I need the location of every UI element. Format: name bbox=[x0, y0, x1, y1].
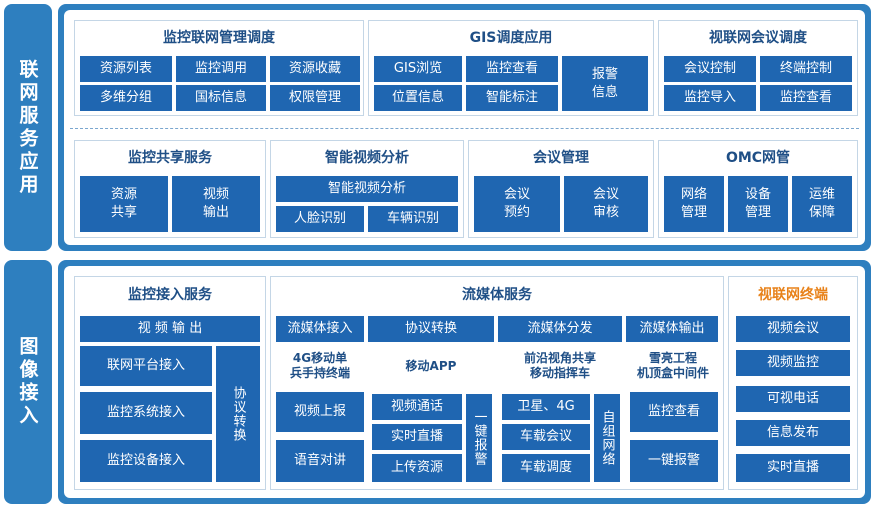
cell-smart-video-analysis[interactable]: 智能视频分析 bbox=[276, 176, 458, 202]
panel-title: OMC网管 bbox=[725, 150, 791, 166]
cell-protocol-convert[interactable]: 协议转换 bbox=[216, 346, 260, 482]
cell-terminal-control[interactable]: 终端控制 bbox=[760, 56, 852, 82]
panel-title: 流媒体服务 bbox=[462, 287, 532, 303]
cell-alarm-info[interactable]: 报警 信息 bbox=[562, 56, 648, 111]
subtitle-mobile-app: 移动APP bbox=[405, 358, 457, 373]
panel-title: 会议管理 bbox=[533, 150, 589, 166]
cell-upload-resource[interactable]: 上传资源 bbox=[372, 454, 462, 482]
cell-media-distribute[interactable]: 流媒体分发 bbox=[498, 316, 622, 342]
subtitle-command-vehicle: 前沿视角共享 移动指挥车 bbox=[523, 351, 596, 380]
cell-video-conference[interactable]: 视频会议 bbox=[736, 316, 850, 342]
panel-title: 监控联网管理调度 bbox=[163, 30, 275, 46]
cell-live-broadcast[interactable]: 实时直播 bbox=[736, 454, 850, 482]
cell-ops[interactable]: 运维 保障 bbox=[792, 176, 852, 232]
cell-permission[interactable]: 权限管理 bbox=[270, 85, 360, 111]
cell-monitor-view-2[interactable]: 监控查看 bbox=[760, 85, 852, 111]
cell-live-stream[interactable]: 实时直播 bbox=[372, 424, 462, 450]
cell-resource-list[interactable]: 资源列表 bbox=[80, 56, 172, 82]
cell-face-recognition[interactable]: 人脸识别 bbox=[276, 206, 364, 232]
cell-video-phone[interactable]: 可视电话 bbox=[736, 386, 850, 412]
cell-video-out[interactable]: 视 频 输 出 bbox=[80, 316, 260, 342]
cell-vehicle-dispatch[interactable]: 车载调度 bbox=[502, 454, 590, 482]
cell-monitor-view-3[interactable]: 监控查看 bbox=[630, 392, 718, 432]
cell-monitor-view[interactable]: 监控查看 bbox=[466, 56, 558, 82]
cell-conf-reserve[interactable]: 会议 预约 bbox=[474, 176, 560, 232]
panel-title: GIS调度应用 bbox=[469, 30, 553, 46]
cell-media-in[interactable]: 流媒体接入 bbox=[276, 316, 364, 342]
divider bbox=[70, 128, 859, 129]
cell-gis-browse[interactable]: GIS浏览 bbox=[374, 56, 462, 82]
subtitle-4g-terminal: 4G移动单 兵手持终端 bbox=[289, 351, 350, 380]
cell-media-out[interactable]: 流媒体输出 bbox=[626, 316, 718, 342]
section-label-top: 联网服务应用 bbox=[4, 4, 52, 251]
cell-network-mgmt[interactable]: 网络 管理 bbox=[664, 176, 724, 232]
cell-resource-share[interactable]: 资源 共享 bbox=[80, 176, 168, 232]
cell-device-mgmt[interactable]: 设备 管理 bbox=[728, 176, 788, 232]
cell-one-key-alarm-2[interactable]: 一键报警 bbox=[630, 440, 718, 482]
cell-conf-control[interactable]: 会议控制 bbox=[664, 56, 756, 82]
cell-monitor-call[interactable]: 监控调用 bbox=[176, 56, 266, 82]
subtitle-set-top-box: 雪亮工程 机顶盒中间件 bbox=[636, 351, 709, 380]
cell-smart-mark[interactable]: 智能标注 bbox=[466, 85, 558, 111]
cell-video-report[interactable]: 视频上报 bbox=[276, 392, 364, 432]
cell-platform-access[interactable]: 联网平台接入 bbox=[80, 346, 212, 386]
cell-one-key-alarm[interactable]: 一键报警 bbox=[466, 394, 492, 482]
panel-title: 视联网会议调度 bbox=[709, 30, 807, 46]
panel-title: 视联网终端 bbox=[758, 287, 828, 303]
cell-media-protocol[interactable]: 协议转换 bbox=[368, 316, 494, 342]
cell-vehicle-conf[interactable]: 车载会议 bbox=[502, 424, 590, 450]
cell-monitor-import[interactable]: 监控导入 bbox=[664, 85, 756, 111]
cell-conf-review[interactable]: 会议 审核 bbox=[564, 176, 648, 232]
cell-location-info[interactable]: 位置信息 bbox=[374, 85, 462, 111]
cell-multi-group[interactable]: 多维分组 bbox=[80, 85, 172, 111]
cell-gb-info[interactable]: 国标信息 bbox=[176, 85, 266, 111]
cell-video-monitor[interactable]: 视频监控 bbox=[736, 350, 850, 376]
cell-vehicle-recognition[interactable]: 车辆识别 bbox=[368, 206, 458, 232]
cell-satellite-4g[interactable]: 卫星、4G bbox=[502, 394, 590, 420]
cell-video-call[interactable]: 视频通话 bbox=[372, 394, 462, 420]
cell-resource-favorite[interactable]: 资源收藏 bbox=[270, 56, 360, 82]
cell-device-access[interactable]: 监控设备接入 bbox=[80, 440, 212, 482]
panel-title: 监控接入服务 bbox=[128, 287, 212, 303]
cell-info-publish[interactable]: 信息发布 bbox=[736, 420, 850, 446]
cell-adhoc-network[interactable]: 自组网络 bbox=[594, 394, 620, 482]
cell-system-access[interactable]: 监控系统接入 bbox=[80, 392, 212, 434]
cell-video-output[interactable]: 视频 输出 bbox=[172, 176, 260, 232]
section-label-bottom: 图像接入 bbox=[4, 260, 52, 504]
cell-voice-intercom[interactable]: 语音对讲 bbox=[276, 440, 364, 482]
panel-title: 监控共享服务 bbox=[128, 150, 212, 166]
panel-title: 智能视频分析 bbox=[325, 150, 409, 166]
